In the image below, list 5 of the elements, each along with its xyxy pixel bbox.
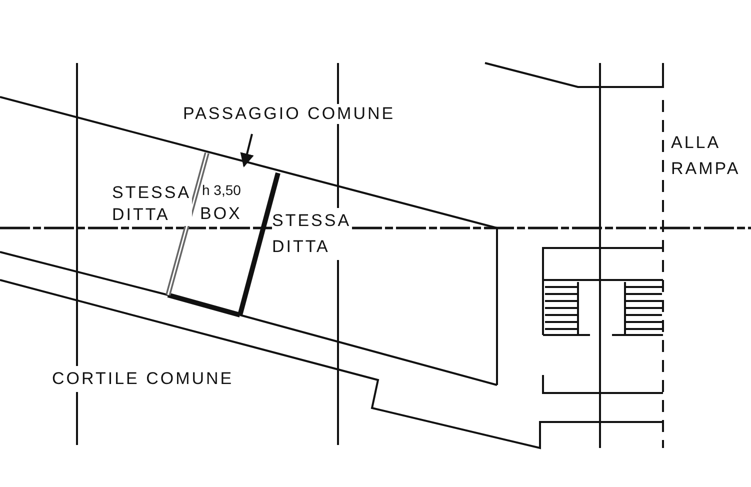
area-label: PASSAGGIO COMUNE — [183, 104, 396, 124]
area-label: STESSA DITTA — [272, 208, 352, 260]
leader-arrow — [240, 134, 254, 168]
height-dimension: h 3,50 — [202, 180, 241, 200]
area-label: CORTILE COMUNE — [52, 366, 234, 392]
